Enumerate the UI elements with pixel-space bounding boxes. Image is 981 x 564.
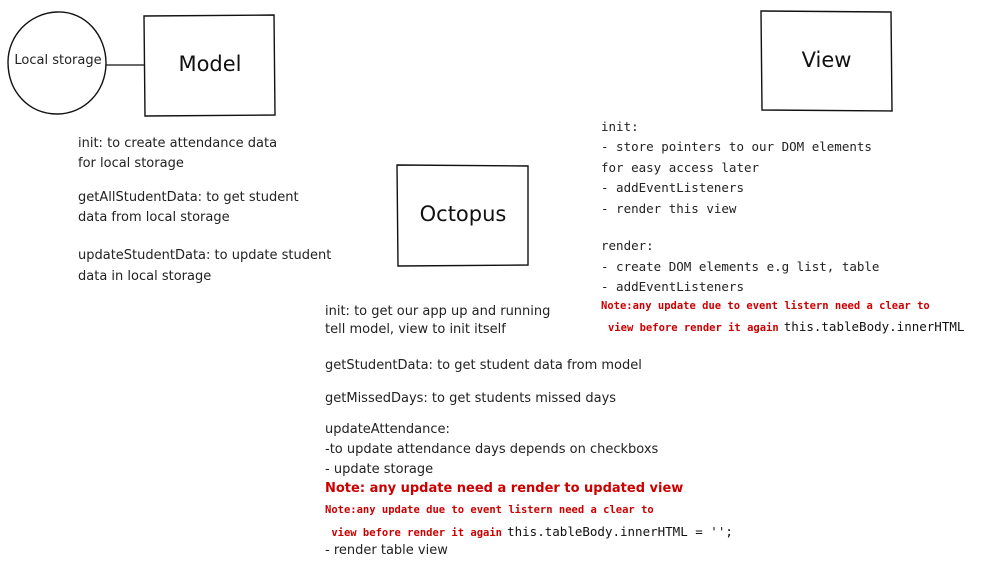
view-note-line-1: Note:any update due to event listern nee… (601, 300, 930, 312)
octopus-missed-line: getMissedDays: to get students missed da… (325, 391, 617, 406)
view-init-line-3: - addEventListeners (601, 180, 744, 195)
model-getall-line-2: data from local storage (78, 210, 230, 225)
model-init-line-1: init: to create attendance data (78, 136, 278, 151)
view-init-heading: init: (601, 119, 639, 134)
model-update-line-2: data in local storage (78, 269, 212, 284)
octopus-update-heading: updateAttendance: (325, 422, 450, 437)
octopus-update-line-2: - update storage (325, 462, 434, 477)
octopus-note-line-1: Note:any update due to event listern nee… (325, 504, 654, 516)
view-render-line-1: - create DOM elements e.g list, table (601, 259, 880, 274)
view-note-line-2: view before render it again this.tableBo… (601, 316, 964, 335)
model-title: Model (178, 52, 242, 76)
view-note-code: this.tableBody.innerHTML (783, 319, 965, 334)
model-getall-line-1: getAllStudentData: to get student (78, 190, 299, 205)
octopus-init-line-2: tell model, view to init itself (325, 322, 506, 337)
local-storage-circle (7, 11, 107, 115)
model-init-line-2: for local storage (78, 156, 184, 171)
octopus-note-line-2: view before render it again this.tableBo… (325, 521, 733, 540)
view-render-heading: render: (601, 238, 654, 253)
octopus-init-line-1: init: to get our app up and running (325, 304, 551, 319)
view-init-line-1: - store pointers to our DOM elements (601, 139, 872, 154)
octopus-update-line-3: - render table view (325, 543, 448, 558)
view-init-line-2: for easy access later (601, 160, 760, 175)
view-title: View (801, 48, 852, 72)
octopus-title: Octopus (419, 202, 507, 226)
model-update-line-1: updateStudentData: to update student (78, 248, 332, 263)
view-box (760, 10, 893, 112)
view-note-line-2-text: view before render it again (608, 322, 779, 334)
octopus-note-code: this.tableBody.innerHTML = ''; (507, 524, 733, 539)
local-storage-label: Local storage (14, 53, 102, 68)
model-box (143, 14, 276, 117)
octopus-note-line-2-text: view before render it again (325, 527, 503, 539)
octopus-update-line-1: -to update attendance days depends on ch… (325, 442, 659, 457)
octopus-getstudent-line: getStudentData: to get student data from… (325, 358, 642, 373)
octopus-render-note: Note: any update need a render to update… (325, 481, 684, 496)
view-init-line-4: - render this view (601, 201, 737, 216)
octopus-box (396, 164, 529, 267)
view-render-line-2: - addEventListeners (601, 279, 744, 294)
